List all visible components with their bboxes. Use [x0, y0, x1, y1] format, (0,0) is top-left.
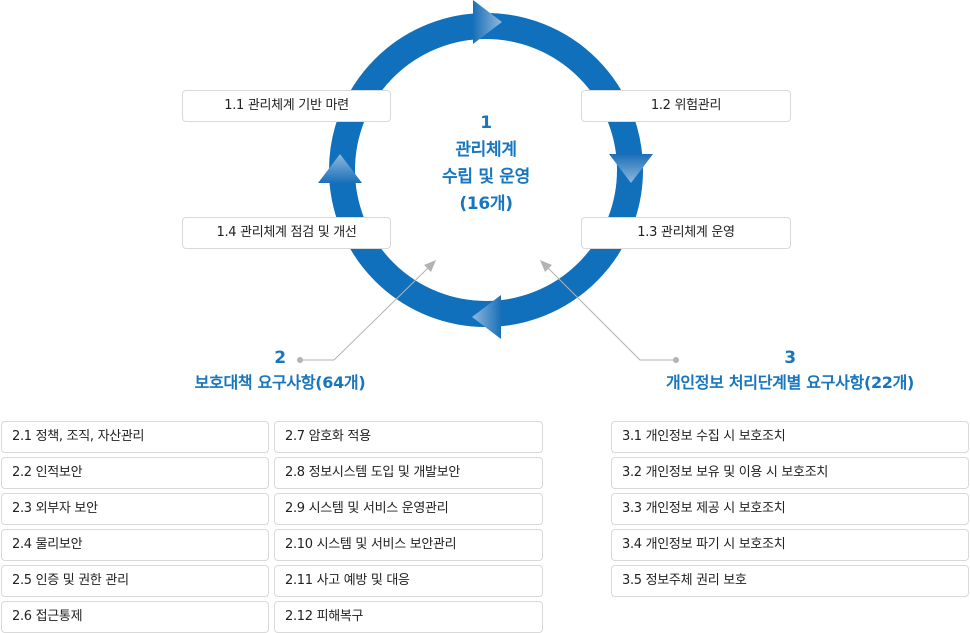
section3-item-3-1: 3.1 개인정보 수집 시 보호조치 — [611, 421, 969, 453]
connector-section2 — [297, 260, 436, 363]
section3-title: 개인정보 처리단계별 요구사항(22개) — [665, 373, 915, 392]
arrow-up-icon — [318, 154, 362, 183]
section2-item-2-8: 2.8 정보시스템 도입 및 개발보안 — [274, 457, 543, 489]
section3-item-3-4: 3.4 개인정보 파기 시 보호조치 — [611, 529, 969, 561]
connector-section3 — [540, 260, 679, 363]
section3-item-3-3: 3.3 개인정보 제공 시 보호조치 — [611, 493, 969, 525]
section2-item-2-6: 2.6 접근통제 — [1, 601, 269, 633]
cycle-step-1-3: 1.3 관리체계 운영 — [581, 217, 791, 249]
section2-item-2-11: 2.11 사고 예방 및 대응 — [274, 565, 543, 597]
section3-heading: 3 개인정보 처리단계별 요구사항(22개) — [610, 346, 970, 396]
section2-item-2-7: 2.7 암호화 적용 — [274, 421, 543, 453]
section3-number: 3 — [784, 348, 796, 368]
arrow-down-icon — [609, 154, 653, 183]
section2-item-2-3: 2.3 외부자 보안 — [1, 493, 269, 525]
section3-item-3-5: 3.5 정보주체 권리 보호 — [611, 565, 969, 597]
section2-item-2-4: 2.4 물리보안 — [1, 529, 269, 561]
cycle-center-number: 1 — [480, 113, 492, 133]
section2-item-2-5: 2.5 인증 및 권한 관리 — [1, 565, 269, 597]
cycle-center-line2: 수립 및 운영 — [442, 167, 530, 187]
arrow-left-icon — [472, 295, 501, 339]
section2-item-2-1: 2.1 정책, 조직, 자산관리 — [1, 421, 269, 453]
section2-number: 2 — [274, 348, 286, 368]
section2-title: 보호대책 요구사항(64개) — [194, 373, 366, 392]
cycle-step-1-4: 1.4 관리체계 점검 및 개선 — [182, 217, 391, 249]
section2-item-2-9: 2.9 시스템 및 서비스 운영관리 — [274, 493, 543, 525]
section2-item-2-2: 2.2 인적보안 — [1, 457, 269, 489]
cycle-center-line1: 관리체계 — [455, 140, 517, 160]
cycle-center-title: 1 관리체계 수립 및 운영 (16개) — [386, 110, 586, 218]
cycle-step-1-1: 1.1 관리체계 기반 마련 — [182, 90, 391, 122]
section2-item-2-12: 2.12 피해복구 — [274, 601, 543, 633]
section3-item-3-2: 3.2 개인정보 보유 및 이용 시 보호조치 — [611, 457, 969, 489]
section2-heading: 2 보호대책 요구사항(64개) — [140, 346, 420, 396]
cycle-center-line3: (16개) — [459, 194, 513, 214]
cycle-step-1-2: 1.2 위험관리 — [581, 90, 791, 122]
section2-item-2-10: 2.10 시스템 및 서비스 보안관리 — [274, 529, 543, 561]
arrow-right-icon — [473, 0, 502, 44]
